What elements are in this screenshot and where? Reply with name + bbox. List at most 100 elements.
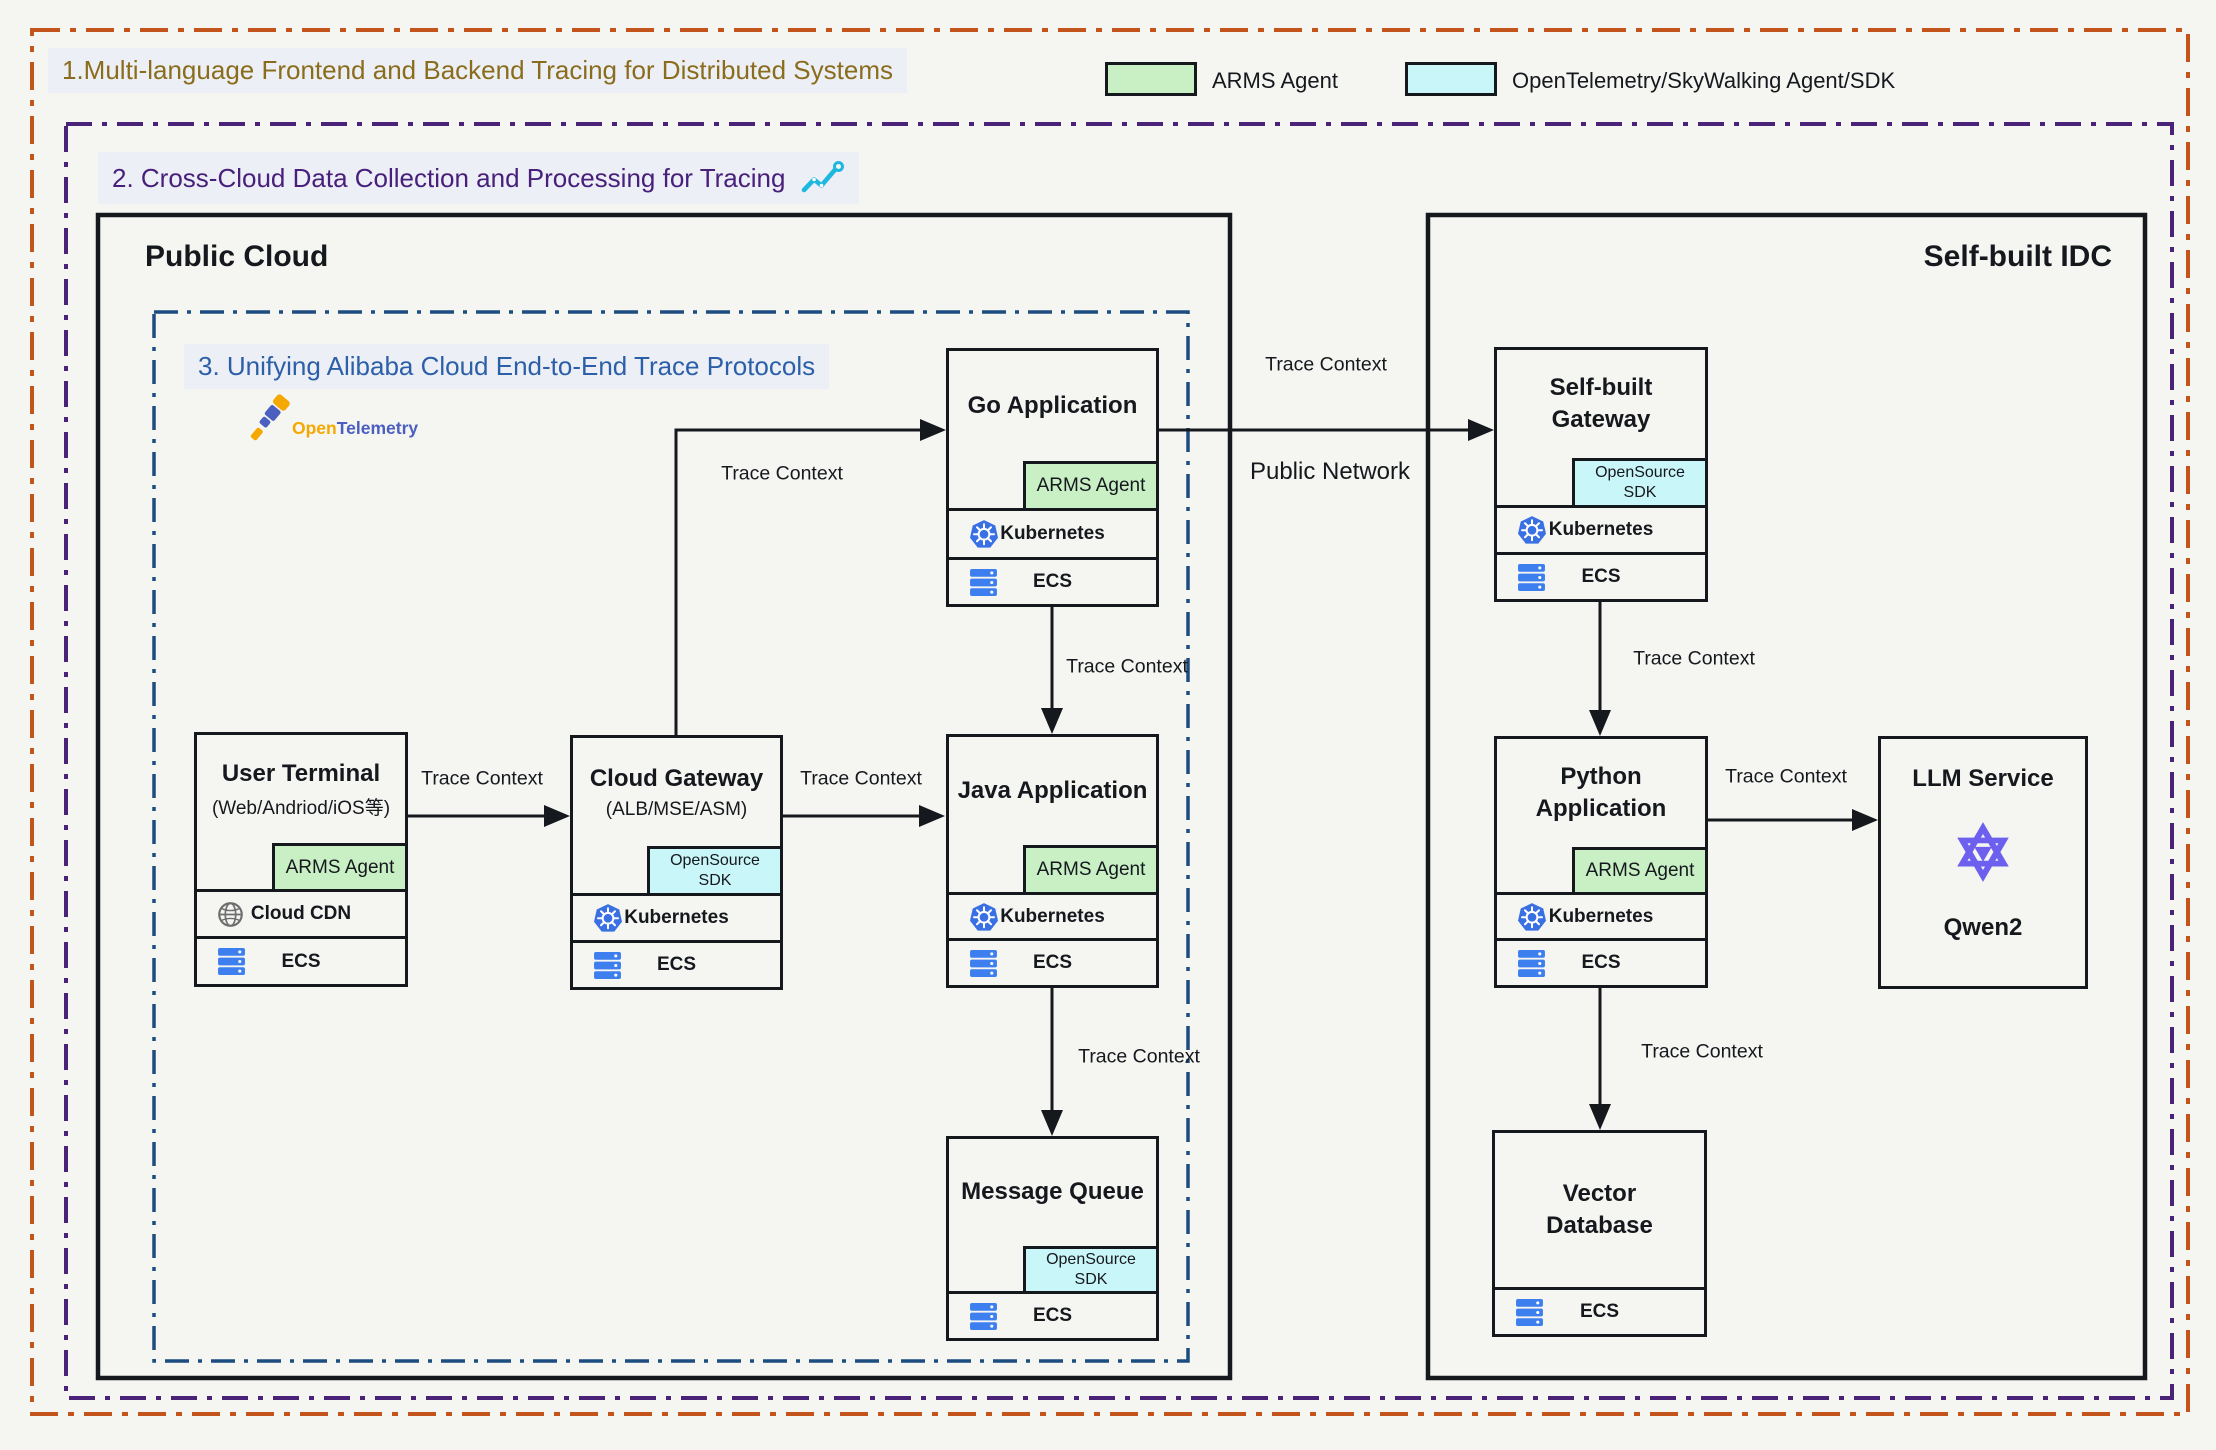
- cloud-gateway-titlebox: Cloud Gateway (ALB/MSE/ASM): [573, 738, 780, 846]
- arms-agent-chip: ARMS Agent: [1572, 847, 1705, 892]
- kubernetes-icon: [1517, 901, 1547, 932]
- cloud-cdn-icon: [218, 901, 243, 927]
- trace-context-label: Trace Context: [1641, 1040, 1763, 1063]
- arrowhead: [1041, 708, 1063, 734]
- ecs-icon: [970, 949, 997, 977]
- kubernetes-icon: [969, 901, 999, 932]
- arrowhead: [1041, 1110, 1063, 1136]
- user-terminal-titlebox: User Terminal (Web/Andriod/iOS等): [197, 735, 405, 843]
- section2-title-text: 2. Cross-Cloud Data Collection and Proce…: [112, 162, 786, 193]
- node-title: Message Queue: [961, 1178, 1144, 1206]
- section3-title-text: 3. Unifying Alibaba Cloud End-to-End Tra…: [198, 351, 816, 381]
- legend-arms-label: ARMS Agent: [1212, 68, 1338, 93]
- arrowhead: [1852, 809, 1878, 831]
- trace-context-label: Trace Context: [1633, 647, 1755, 670]
- kubernetes-icon: [593, 903, 623, 933]
- ecs-row: ECS: [949, 1291, 1156, 1338]
- public-cloud-region-border: [95, 212, 1233, 1381]
- trend-chart-icon: [801, 159, 845, 197]
- ecs-row: ECS: [1497, 552, 1705, 599]
- outer-orange-dashdot-border: [30, 28, 2190, 1416]
- kubernetes-row: Kubernetes: [949, 892, 1156, 938]
- arms-agent-chip: ARMS Agent: [1023, 461, 1156, 508]
- section3-title: 3. Unifying Alibaba Cloud End-to-End Tra…: [184, 344, 830, 389]
- ecs-row: ECS: [573, 940, 780, 987]
- ecs-row: ECS: [949, 938, 1156, 985]
- arrowhead: [919, 805, 945, 827]
- arrow-cloud-gateway-to-go-app: [674, 428, 920, 735]
- trace-context-label: Trace Context: [1066, 655, 1188, 678]
- legend-otel-swatch: [1405, 62, 1497, 96]
- arrowhead: [920, 419, 946, 441]
- arrowhead: [1468, 419, 1494, 441]
- node-title: User Terminal: [221, 759, 381, 787]
- ecs-row: ECS: [1497, 938, 1705, 985]
- section1-title-text: 1.Multi-language Frontend and Backend Tr…: [62, 55, 893, 85]
- node-llm-service: LLM Service Qwen2: [1878, 736, 2088, 989]
- cloud-cdn-row: Cloud CDN: [197, 889, 405, 936]
- arms-agent-chip: ARMS Agent: [1023, 845, 1156, 892]
- ecs-icon: [970, 1302, 997, 1330]
- arrowhead: [544, 805, 570, 827]
- opentelemetry-logo: OpenTelemetry: [248, 392, 418, 454]
- section2-title: 2. Cross-Cloud Data Collection and Proce…: [98, 152, 860, 204]
- trace-context-label: Trace Context: [800, 767, 922, 790]
- opentelemetry-icon: [250, 393, 292, 442]
- node-user-terminal: User Terminal (Web/Andriod/iOS等) ARMS Ag…: [194, 732, 408, 987]
- java-application-titlebox: Java Application: [949, 737, 1156, 845]
- ecs-icon: [1518, 563, 1545, 591]
- opentelemetry-wordmark: OpenTelemetry: [292, 418, 419, 438]
- public-network-label: Public Network: [1249, 458, 1411, 485]
- ecs-row: ECS: [1495, 1287, 1704, 1334]
- ecs-icon: [1516, 1298, 1543, 1326]
- idc-title: Self-built IDC: [1923, 240, 2112, 273]
- kubernetes-icon: [969, 519, 999, 549]
- ecs-icon: [1518, 949, 1545, 977]
- ecs-icon: [594, 951, 621, 979]
- trace-context-label: Trace Context: [421, 767, 543, 790]
- message-queue-titlebox: Message Queue: [949, 1139, 1156, 1246]
- ecs-row: ECS: [197, 936, 405, 984]
- public-cloud-title: Public Cloud: [145, 240, 329, 273]
- section2-purple-dashdot-border: [64, 122, 2174, 1400]
- kubernetes-row: Kubernetes: [1497, 892, 1705, 938]
- section1-title: 1.Multi-language Frontend and Backend Tr…: [48, 48, 907, 93]
- ecs-row: ECS: [949, 557, 1156, 604]
- section3-blue-dashdot-border: [152, 310, 1190, 1363]
- qwen2-caption: Qwen2: [1943, 914, 2023, 941]
- legend-arms-swatch: [1105, 62, 1197, 96]
- arms-agent-chip: ARMS Agent: [272, 843, 405, 889]
- node-title: Cloud Gateway: [589, 765, 764, 793]
- legend-otel-label: OpenTelemetry/SkyWalking Agent/SDK: [1512, 68, 1896, 93]
- ecs-icon: [970, 568, 997, 596]
- idc-region-border: [1425, 212, 2148, 1381]
- kubernetes-row: Kubernetes: [949, 508, 1156, 557]
- kubernetes-row: Kubernetes: [1497, 505, 1705, 552]
- qwen2-logo-icon: [1950, 819, 2016, 890]
- trace-context-label: Trace Context: [1078, 1045, 1200, 1068]
- trace-context-label: Trace Context: [721, 462, 843, 485]
- node-subtitle: (Web/Andriod/iOS等): [211, 798, 391, 820]
- ecs-icon: [218, 948, 245, 975]
- trace-context-label: Trace Context: [1725, 765, 1847, 788]
- node-title: Java Application: [957, 776, 1148, 804]
- go-application-titlebox: Go Application: [949, 351, 1156, 461]
- arrowhead: [1589, 710, 1611, 736]
- node-subtitle: (ALB/MSE/ASM): [605, 798, 748, 820]
- trace-context-label: Trace Context: [1265, 353, 1387, 376]
